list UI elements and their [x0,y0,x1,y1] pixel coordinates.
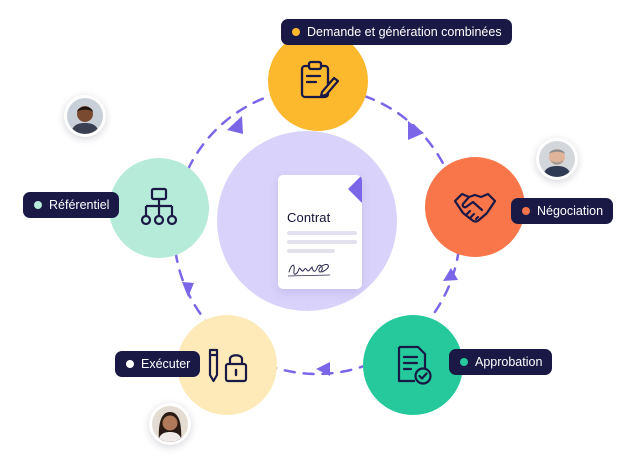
stage-label-text: Exécuter [141,357,191,371]
document-title: Contrat [287,210,331,225]
arrow-head-left [182,282,194,297]
handshake-icon [453,192,497,223]
arrow-head-top-left [227,116,243,134]
person-avatar-icon [539,141,575,177]
status-dot [522,207,530,215]
document-text-line [287,249,335,253]
status-dot [460,358,468,366]
stage-label-text: Référentiel [49,198,110,212]
stage-label-text: Négociation [537,204,604,218]
avatar [536,138,578,180]
hierarchy-icon [140,187,178,226]
stage-request-generation[interactable] [268,31,368,131]
stage-label-execute: Exécuter [115,351,201,377]
document-fold-cut [334,175,362,203]
person-avatar-icon [67,98,103,134]
document-text-line [287,231,357,235]
stage-label-request-generation: Demande et génération combinées [281,19,512,45]
document-text-line [287,240,357,244]
stage-label-approval: Approbation [449,349,553,375]
document-check-icon [397,345,432,385]
arrow-head-right [443,268,458,281]
clipboard-edit-icon [300,60,340,99]
arrow-head-bottom [316,362,330,376]
stage-repository[interactable] [109,158,209,258]
stage-label-negotiation: Négociation [511,198,614,224]
stage-label-text: Demande et génération combinées [307,25,502,39]
avatar [149,403,191,445]
stage-approval[interactable] [363,315,463,415]
stage-label-text: Approbation [475,355,543,369]
contract-document: Contrat [278,175,362,289]
stage-label-repository: Référentiel [23,192,120,218]
pencil-lock-icon [208,348,248,383]
signature-icon [287,264,331,277]
arrow-head-top-right [408,121,424,140]
status-dot [126,360,134,368]
stage-negotiation[interactable] [425,157,525,257]
person-avatar-icon [152,406,188,442]
status-dot [292,28,300,36]
status-dot [34,201,42,209]
avatar [64,95,106,137]
